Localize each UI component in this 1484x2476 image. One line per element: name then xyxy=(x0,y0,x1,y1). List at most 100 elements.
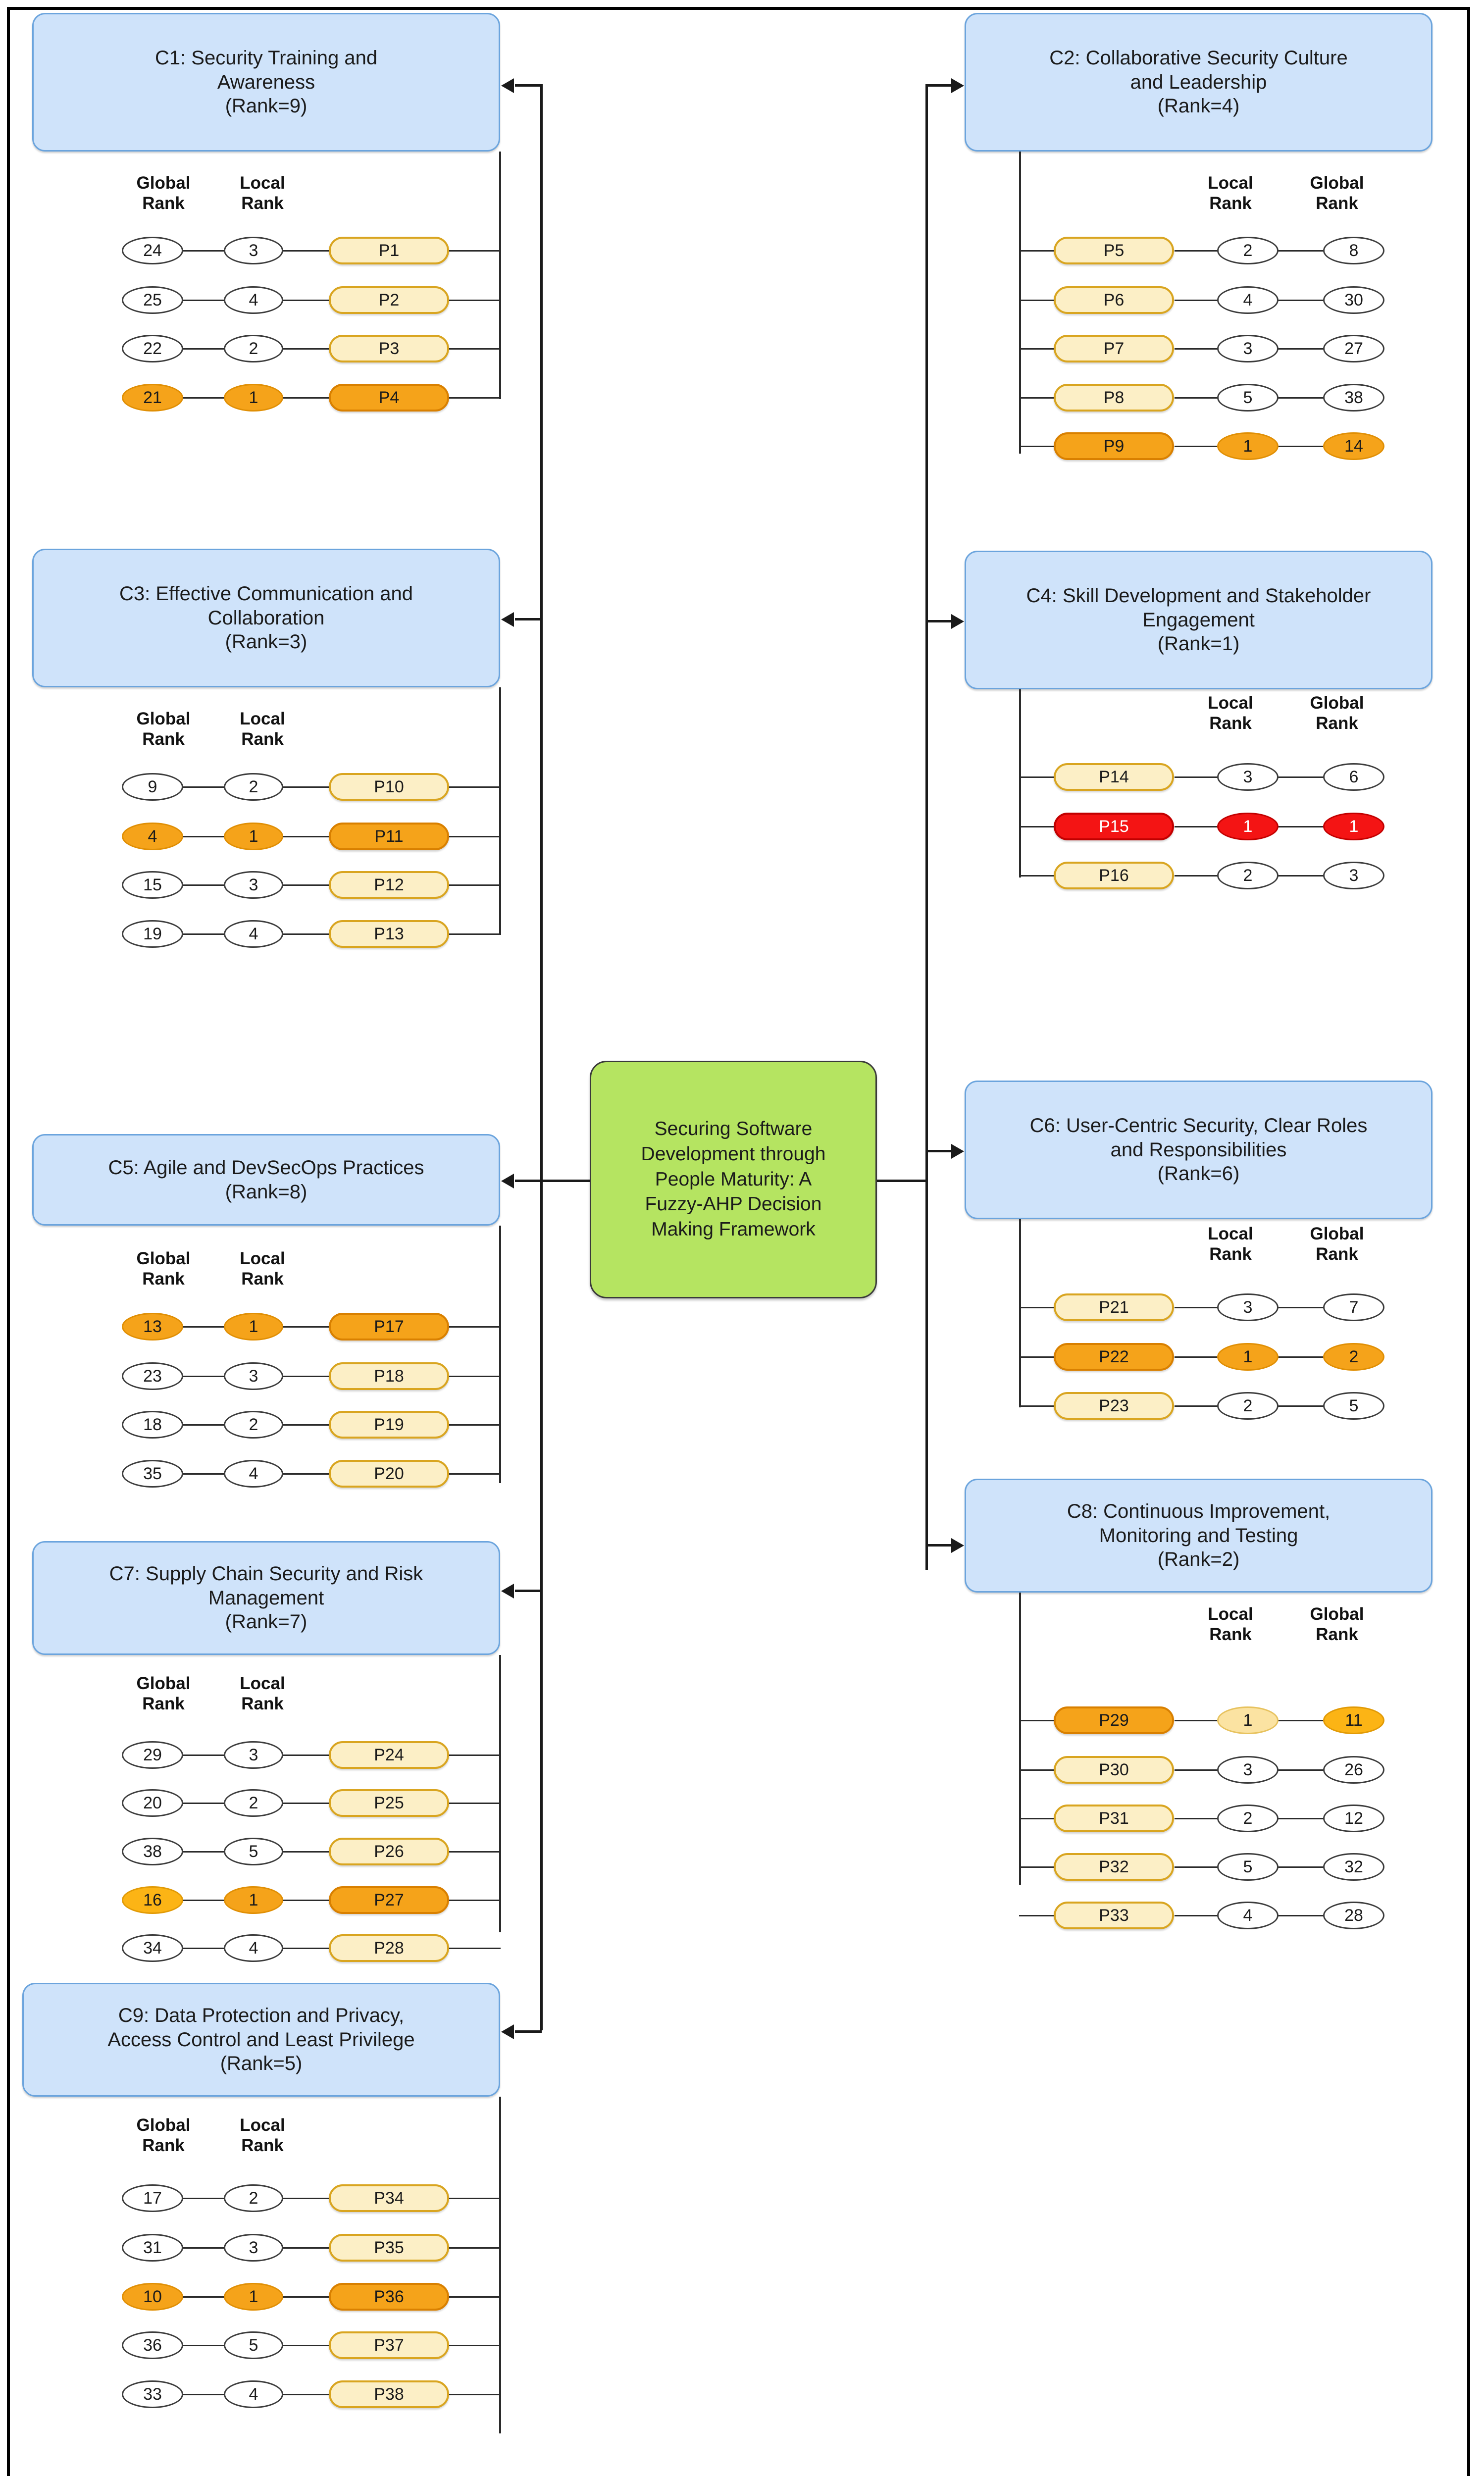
local-rank-p34[interactable]: 2 xyxy=(224,2184,283,2212)
global-rank-p25[interactable]: 20 xyxy=(122,1789,183,1817)
practice-p24[interactable]: P24 xyxy=(329,1741,449,1769)
practice-p25[interactable]: P25 xyxy=(329,1789,449,1817)
global-rank-p14[interactable]: 6 xyxy=(1323,763,1384,791)
global-rank-p32[interactable]: 32 xyxy=(1323,1853,1384,1881)
practice-p27[interactable]: P27 xyxy=(329,1886,449,1914)
global-rank-p7[interactable]: 27 xyxy=(1323,335,1384,362)
local-rank-p36[interactable]: 1 xyxy=(224,2283,283,2311)
local-rank-p23[interactable]: 2 xyxy=(1217,1392,1279,1420)
local-rank-p22[interactable]: 1 xyxy=(1217,1343,1279,1371)
cluster-box-c3[interactable]: C3: Effective Communication and Collabor… xyxy=(32,549,500,687)
cluster-box-c2[interactable]: C2: Collaborative Security Culture and L… xyxy=(965,13,1433,152)
global-rank-p18[interactable]: 23 xyxy=(122,1362,183,1390)
practice-p5[interactable]: P5 xyxy=(1054,237,1174,264)
practice-p2[interactable]: P2 xyxy=(329,286,449,314)
global-rank-p27[interactable]: 16 xyxy=(122,1886,183,1914)
local-rank-p33[interactable]: 4 xyxy=(1217,1902,1279,1929)
practice-p19[interactable]: P19 xyxy=(329,1411,449,1439)
global-rank-p16[interactable]: 3 xyxy=(1323,862,1384,889)
practice-p34[interactable]: P34 xyxy=(329,2184,449,2212)
cluster-box-c7[interactable]: C7: Supply Chain Security and Risk Manag… xyxy=(32,1541,500,1655)
global-rank-p35[interactable]: 31 xyxy=(122,2234,183,2262)
global-rank-p22[interactable]: 2 xyxy=(1323,1343,1384,1371)
local-rank-p9[interactable]: 1 xyxy=(1217,432,1279,460)
local-rank-p19[interactable]: 2 xyxy=(224,1411,283,1439)
practice-p32[interactable]: P32 xyxy=(1054,1853,1174,1881)
practice-p30[interactable]: P30 xyxy=(1054,1756,1174,1784)
local-rank-p35[interactable]: 3 xyxy=(224,2234,283,2262)
local-rank-p6[interactable]: 4 xyxy=(1217,286,1279,314)
local-rank-p26[interactable]: 5 xyxy=(224,1838,283,1865)
local-rank-p27[interactable]: 1 xyxy=(224,1886,283,1914)
practice-p6[interactable]: P6 xyxy=(1054,286,1174,314)
practice-p17[interactable]: P17 xyxy=(329,1313,449,1341)
global-rank-p36[interactable]: 10 xyxy=(122,2283,183,2311)
cluster-box-c5[interactable]: C5: Agile and DevSecOps Practices (Rank=… xyxy=(32,1134,500,1226)
practice-p22[interactable]: P22 xyxy=(1054,1343,1174,1371)
global-rank-p9[interactable]: 14 xyxy=(1323,432,1384,460)
local-rank-p20[interactable]: 4 xyxy=(224,1460,283,1488)
local-rank-p38[interactable]: 4 xyxy=(224,2380,283,2408)
global-rank-p12[interactable]: 15 xyxy=(122,871,183,899)
global-rank-p4[interactable]: 21 xyxy=(122,384,183,412)
local-rank-p21[interactable]: 3 xyxy=(1217,1293,1279,1321)
practice-p10[interactable]: P10 xyxy=(329,773,449,801)
practice-p20[interactable]: P20 xyxy=(329,1460,449,1488)
global-rank-p21[interactable]: 7 xyxy=(1323,1293,1384,1321)
local-rank-p3[interactable]: 2 xyxy=(224,335,283,362)
local-rank-p1[interactable]: 3 xyxy=(224,237,283,264)
global-rank-p11[interactable]: 4 xyxy=(122,823,183,850)
global-rank-p6[interactable]: 30 xyxy=(1323,286,1384,314)
global-rank-p13[interactable]: 19 xyxy=(122,920,183,948)
local-rank-p32[interactable]: 5 xyxy=(1217,1853,1279,1881)
global-rank-p10[interactable]: 9 xyxy=(122,773,183,801)
local-rank-p2[interactable]: 4 xyxy=(224,286,283,314)
local-rank-p15[interactable]: 1 xyxy=(1217,813,1279,840)
practice-p21[interactable]: P21 xyxy=(1054,1293,1174,1321)
global-rank-p20[interactable]: 35 xyxy=(122,1460,183,1488)
practice-p18[interactable]: P18 xyxy=(329,1362,449,1390)
global-rank-p34[interactable]: 17 xyxy=(122,2184,183,2212)
practice-p8[interactable]: P8 xyxy=(1054,384,1174,412)
global-rank-p1[interactable]: 24 xyxy=(122,237,183,264)
local-rank-p12[interactable]: 3 xyxy=(224,871,283,899)
practice-p29[interactable]: P29 xyxy=(1054,1706,1174,1734)
global-rank-p38[interactable]: 33 xyxy=(122,2380,183,2408)
practice-p13[interactable]: P13 xyxy=(329,920,449,948)
practice-p26[interactable]: P26 xyxy=(329,1838,449,1865)
practice-p28[interactable]: P28 xyxy=(329,1934,449,1962)
local-rank-p4[interactable]: 1 xyxy=(224,384,283,412)
global-rank-p26[interactable]: 38 xyxy=(122,1838,183,1865)
practice-p12[interactable]: P12 xyxy=(329,871,449,899)
practice-p38[interactable]: P38 xyxy=(329,2380,449,2408)
global-rank-p37[interactable]: 36 xyxy=(122,2331,183,2359)
local-rank-p25[interactable]: 2 xyxy=(224,1789,283,1817)
global-rank-p23[interactable]: 5 xyxy=(1323,1392,1384,1420)
local-rank-p17[interactable]: 1 xyxy=(224,1313,283,1341)
local-rank-p24[interactable]: 3 xyxy=(224,1741,283,1769)
practice-p14[interactable]: P14 xyxy=(1054,763,1174,791)
cluster-box-c6[interactable]: C6: User-Centric Security, Clear Roles a… xyxy=(965,1081,1433,1219)
global-rank-p8[interactable]: 38 xyxy=(1323,384,1384,412)
practice-p35[interactable]: P35 xyxy=(329,2234,449,2262)
global-rank-p2[interactable]: 25 xyxy=(122,286,183,314)
practice-p37[interactable]: P37 xyxy=(329,2331,449,2359)
practice-p16[interactable]: P16 xyxy=(1054,862,1174,889)
local-rank-p7[interactable]: 3 xyxy=(1217,335,1279,362)
global-rank-p28[interactable]: 34 xyxy=(122,1934,183,1962)
cluster-box-c4[interactable]: C4: Skill Development and Stakeholder En… xyxy=(965,551,1433,689)
cluster-box-c8[interactable]: C8: Continuous Improvement, Monitoring a… xyxy=(965,1479,1433,1593)
practice-p36[interactable]: P36 xyxy=(329,2283,449,2311)
practice-p7[interactable]: P7 xyxy=(1054,335,1174,362)
local-rank-p16[interactable]: 2 xyxy=(1217,862,1279,889)
local-rank-p5[interactable]: 2 xyxy=(1217,237,1279,264)
global-rank-p33[interactable]: 28 xyxy=(1323,1902,1384,1929)
local-rank-p10[interactable]: 2 xyxy=(224,773,283,801)
local-rank-p13[interactable]: 4 xyxy=(224,920,283,948)
cluster-box-c1[interactable]: C1: Security Training and Awareness (Ran… xyxy=(32,13,500,152)
global-rank-p3[interactable]: 22 xyxy=(122,335,183,362)
local-rank-p31[interactable]: 2 xyxy=(1217,1805,1279,1832)
practice-p23[interactable]: P23 xyxy=(1054,1392,1174,1420)
goal-box[interactable]: Securing Software Development through Pe… xyxy=(590,1061,877,1298)
practice-p15[interactable]: P15 xyxy=(1054,813,1174,840)
